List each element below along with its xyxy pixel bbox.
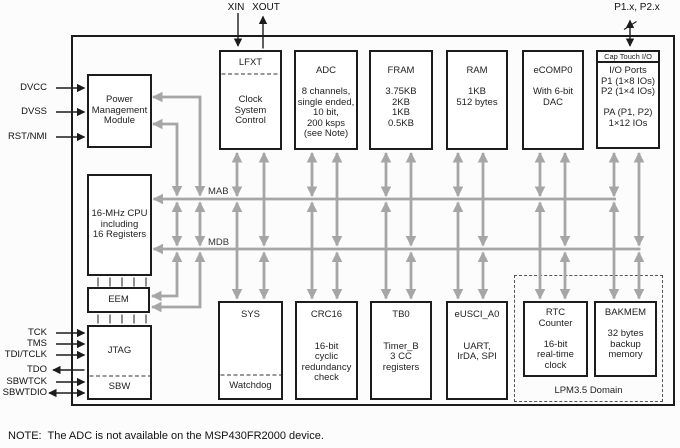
pin-label-tms: TMS xyxy=(26,338,47,349)
block-ecomp0: eCOMP0 With 6-bit DAC xyxy=(522,50,584,150)
block-clock-system: LFXT Clock System Control xyxy=(219,50,282,150)
block-eem: EEM xyxy=(87,287,150,313)
block-jtag-sbw: JTAG SBW xyxy=(87,325,152,400)
lpm35-domain-label: LPM3.5 Domain xyxy=(554,385,623,396)
pin-label-rst-nmi: RST/NMI xyxy=(7,131,47,142)
pin-label-dvcc: DVCC xyxy=(20,82,47,93)
block-power-management: Power Management Module xyxy=(87,74,152,148)
pin-label-sbwtck: SBWTCK xyxy=(6,376,47,387)
bus-width-slash xyxy=(623,20,637,31)
lpm35-domain-box: LPM3.5 Domain xyxy=(514,275,663,402)
block-eusci-a0: eUSCI_A0 UART, IrDA, SPI xyxy=(446,301,508,400)
block-sys-watchdog: SYS Watchdog xyxy=(218,301,283,400)
block-adc: ADC 8 channels, single ended, 10 bit, 20… xyxy=(294,50,358,150)
pin-label-tdo: TDO xyxy=(26,364,47,375)
block-fram: FRAM 3.75KB 2KB 1KB 0.5KB xyxy=(369,50,433,150)
bus-label-mdb: MDB xyxy=(208,237,230,248)
pin-label-tck: TCK xyxy=(28,327,47,338)
pin-label-xout: XOUT xyxy=(252,2,280,13)
bus-label-mab: MAB xyxy=(208,186,229,197)
block-cpu: 16-MHz CPU including 16 Registers xyxy=(87,174,152,276)
block-bakmem: BAKMEM 32 bytes backup memory xyxy=(594,301,657,377)
footnote: NOTE: The ADC is not available on the MS… xyxy=(8,430,324,442)
pin-label-dvss: DVSS xyxy=(21,106,47,117)
block-ram: RAM 1KB 512 bytes xyxy=(446,50,508,150)
block-rtc-counter: RTC Counter 16-bit real-time clock xyxy=(523,301,588,377)
pin-label-ports: P1.x, P2.x xyxy=(614,2,660,13)
block-tb0: TB0 Timer_B 3 CC registers xyxy=(370,301,432,400)
block-crc16: CRC16 16-bit cyclic redundancy check xyxy=(295,301,358,400)
pin-label-tdi-tclk: TDI/TCLK xyxy=(4,349,47,360)
pin-label-xin: XIN xyxy=(227,2,245,13)
pin-label-sbwtdio: SBWTDIO xyxy=(2,387,47,398)
device-outline xyxy=(71,35,675,406)
cap-touch-header: Cap Touch I/O xyxy=(598,52,658,63)
block-cap-touch-io: Cap Touch I/O I/O Ports P1 (1×8 IOs) P2 … xyxy=(596,50,660,149)
